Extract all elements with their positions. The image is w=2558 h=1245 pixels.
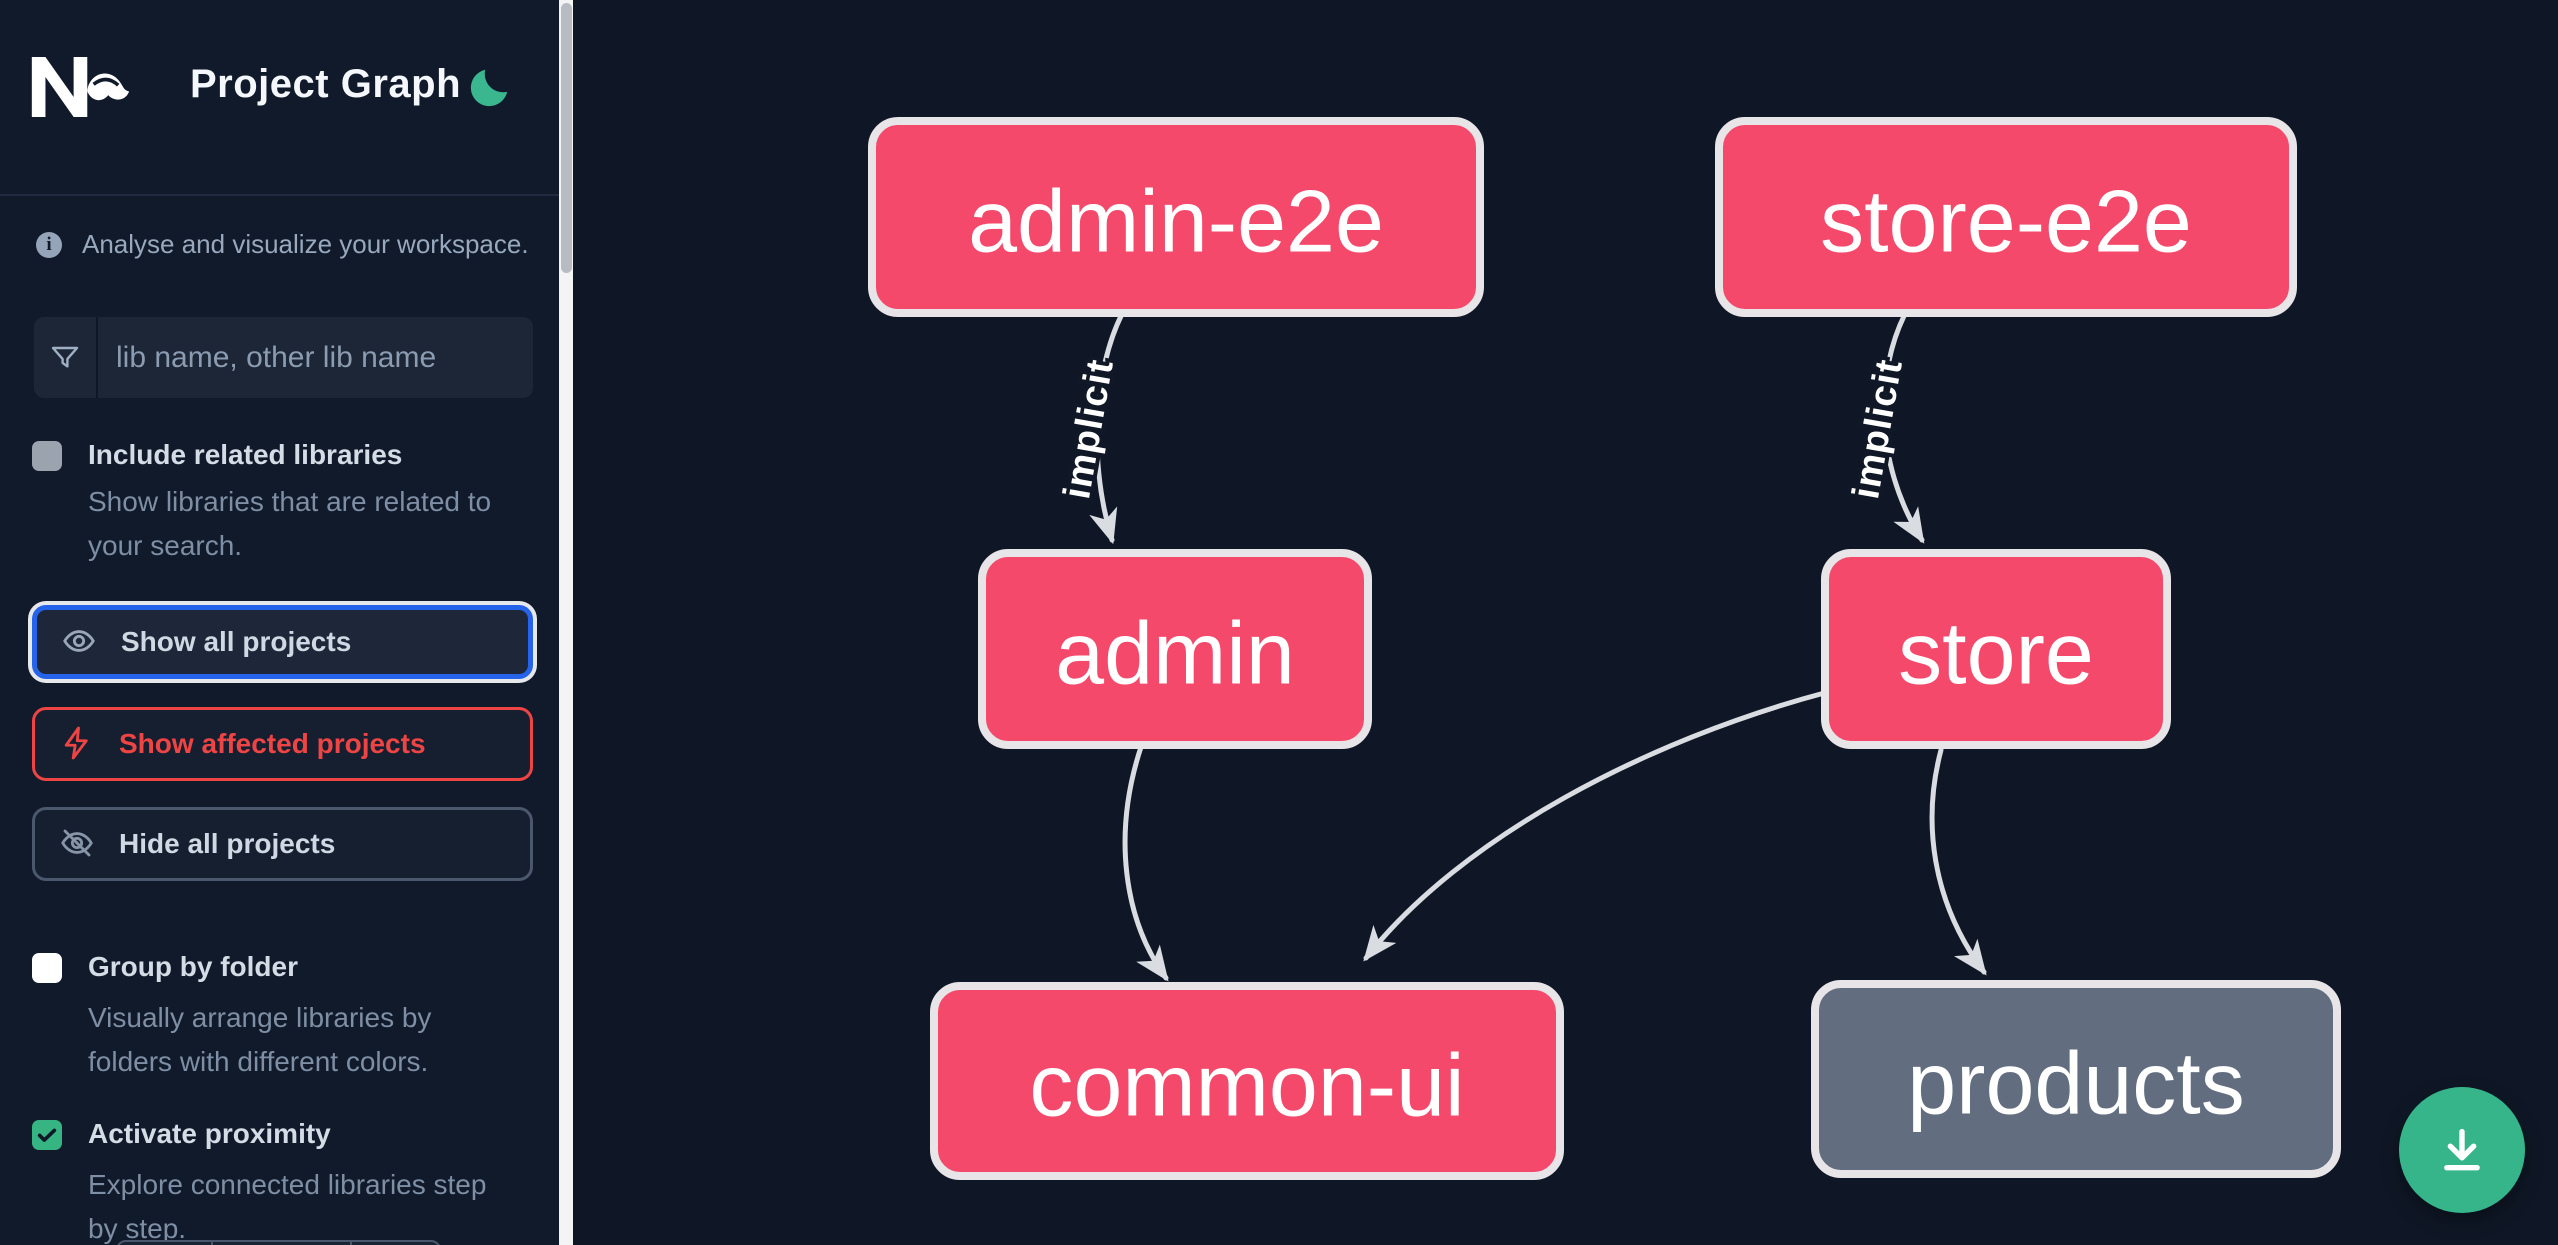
nx-logo (30, 54, 130, 120)
depth-value-segment (211, 1242, 350, 1245)
toggle-description: Visually arrange libraries by folders wi… (88, 1002, 432, 1077)
download-fab-button[interactable] (2399, 1087, 2525, 1213)
info-icon: i (36, 231, 62, 258)
graph-node-store-e2e[interactable]: store-e2e (1715, 117, 2297, 317)
toggle-description: Explore connected libraries step by step… (88, 1169, 487, 1244)
button-label: Hide all projects (119, 828, 336, 859)
graph-node-products[interactable]: products (1811, 980, 2341, 1178)
tagline-row: i Analyse and visualize your workspace. (36, 229, 536, 260)
checkbox-group-by-folder[interactable] (32, 953, 62, 983)
checkbox-activate-proximity[interactable] (32, 1120, 62, 1150)
node-label: products (1907, 1034, 2245, 1133)
edge-label-implicit: implicit (1056, 356, 1122, 502)
node-label: store-e2e (1820, 172, 2192, 271)
moon-icon (466, 69, 514, 114)
graph-node-admin[interactable]: admin (978, 549, 1372, 749)
theme-toggle-button[interactable] (464, 62, 516, 114)
edge-admin-to-common-ui[interactable] (1122, 744, 1169, 982)
tagline-text: Analyse and visualize your workspace. (82, 229, 529, 259)
edge-label-implicit: implicit (1845, 356, 1911, 502)
toggle-description: Show libraries that are related to your … (88, 486, 492, 561)
node-label: admin-e2e (968, 172, 1384, 271)
sidebar-scrollbar-thumb[interactable] (560, 3, 572, 273)
page-title: Project Graph (190, 62, 462, 106)
button-label: Show affected projects (119, 728, 426, 759)
show-all-projects-button[interactable]: Show all projects (32, 605, 533, 679)
graph-node-common-ui[interactable]: common-ui (930, 982, 1564, 1180)
button-label: Show all projects (121, 626, 352, 657)
node-label: store (1898, 604, 2094, 703)
graph-canvas[interactable]: implicit implicit admin-e2e store-e2e admin s… (573, 0, 2558, 1245)
eye-off-icon (59, 825, 95, 864)
checkbox-include-related-libraries[interactable] (32, 441, 62, 471)
edge-store-to-products[interactable] (1929, 747, 1987, 976)
sidebar-scrollbar-track[interactable] (559, 0, 573, 1245)
proximity-depth-control[interactable] (116, 1240, 441, 1245)
toggle-label: Activate proximity (88, 1118, 331, 1149)
search-box (34, 317, 533, 398)
edge-store-to-common-ui[interactable] (1363, 689, 1831, 962)
toggle-label: Group by folder (88, 951, 298, 982)
sidebar: Project Graph i Analyse and visualize yo… (0, 0, 573, 1245)
node-label: common-ui (1029, 1036, 1464, 1135)
toggle-label: Include related libraries (88, 439, 403, 470)
show-affected-projects-button[interactable]: Show affected projects (32, 707, 533, 781)
depth-increment-segment[interactable] (350, 1242, 439, 1245)
project-graph-svg: implicit implicit admin-e2e store-e2e admin s… (868, 117, 2341, 1180)
eye-icon (61, 623, 97, 662)
graph-node-store[interactable]: store (1821, 549, 2171, 749)
hide-all-projects-button[interactable]: Hide all projects (32, 807, 533, 881)
download-icon (2434, 1121, 2490, 1180)
graph-node-admin-e2e[interactable]: admin-e2e (868, 117, 1484, 317)
edge-admin-e2e-to-admin[interactable] (1089, 311, 1125, 545)
edge-store-e2e-to-store[interactable] (1881, 311, 1925, 544)
funnel-icon (34, 317, 98, 398)
node-label: admin (1055, 604, 1295, 703)
search-input[interactable] (98, 317, 533, 398)
header-divider (0, 194, 573, 196)
bolt-icon (59, 725, 95, 764)
